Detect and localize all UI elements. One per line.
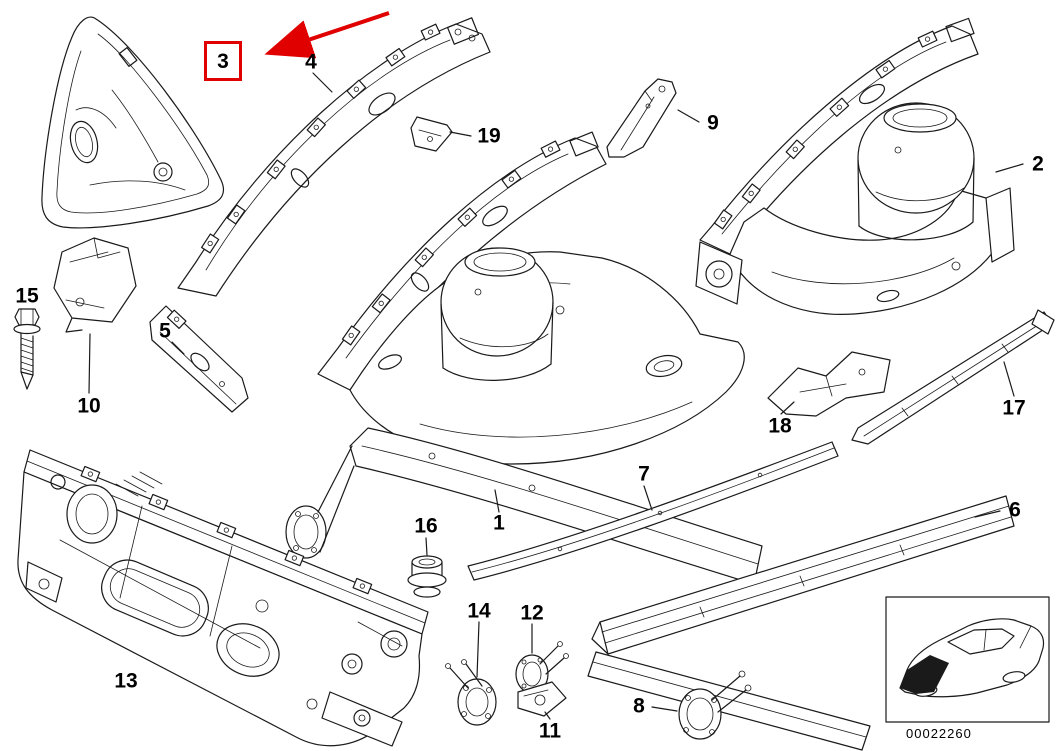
part-16-drawing bbox=[407, 555, 447, 598]
part-label-12[interactable]: 12 bbox=[520, 601, 544, 625]
part-2-drawing bbox=[695, 17, 1015, 315]
diagram-code: 00022260 bbox=[906, 726, 972, 741]
part-label-1[interactable]: 1 bbox=[493, 511, 505, 535]
part-label-11[interactable]: 11 bbox=[538, 719, 562, 743]
part-7-drawing bbox=[467, 441, 839, 581]
part-label-7[interactable]: 7 bbox=[638, 462, 650, 486]
part-11-drawing bbox=[517, 681, 567, 717]
part-label-9[interactable]: 9 bbox=[707, 111, 719, 135]
part-8-drawing bbox=[587, 651, 871, 751]
red-arrow bbox=[264, 11, 390, 59]
part-1-drawing bbox=[285, 131, 763, 585]
part-label-14[interactable]: 14 bbox=[467, 599, 491, 623]
part-9-drawing bbox=[606, 78, 677, 158]
part-3-highlight-box: 3 bbox=[204, 41, 242, 81]
part-4-drawing bbox=[177, 17, 491, 297]
part-label-18[interactable]: 18 bbox=[768, 414, 792, 438]
part-17-drawing bbox=[851, 309, 1055, 445]
car-inset bbox=[885, 596, 1050, 723]
part-6-drawing bbox=[591, 495, 1015, 655]
part-label-13[interactable]: 13 bbox=[114, 669, 138, 693]
part-label-10[interactable]: 10 bbox=[77, 394, 101, 418]
part-label-8[interactable]: 8 bbox=[633, 694, 645, 718]
part-18-drawing bbox=[767, 351, 891, 417]
part-label-15[interactable]: 15 bbox=[15, 284, 39, 308]
selection-arrow bbox=[264, 11, 390, 59]
leader-lines bbox=[88, 72, 1024, 720]
car-highlight-area bbox=[900, 655, 949, 694]
part-5-drawing bbox=[149, 305, 249, 413]
part-label-17[interactable]: 17 bbox=[1002, 396, 1026, 420]
part-13-drawing bbox=[17, 449, 429, 747]
part-label-16[interactable]: 16 bbox=[414, 514, 438, 538]
part-label-2[interactable]: 2 bbox=[1032, 152, 1044, 176]
part-label-19[interactable]: 19 bbox=[477, 124, 501, 148]
part-label-4[interactable]: 4 bbox=[305, 50, 317, 74]
part-label-3[interactable]: 3 bbox=[217, 49, 229, 73]
part-14-drawing bbox=[445, 659, 497, 726]
part-label-6[interactable]: 6 bbox=[1009, 498, 1021, 522]
part-19-drawing bbox=[410, 116, 453, 152]
part-10-drawing bbox=[53, 237, 137, 333]
part-label-5[interactable]: 5 bbox=[159, 319, 171, 343]
part-15-drawing bbox=[13, 308, 41, 390]
part-3-drawing bbox=[41, 16, 225, 229]
